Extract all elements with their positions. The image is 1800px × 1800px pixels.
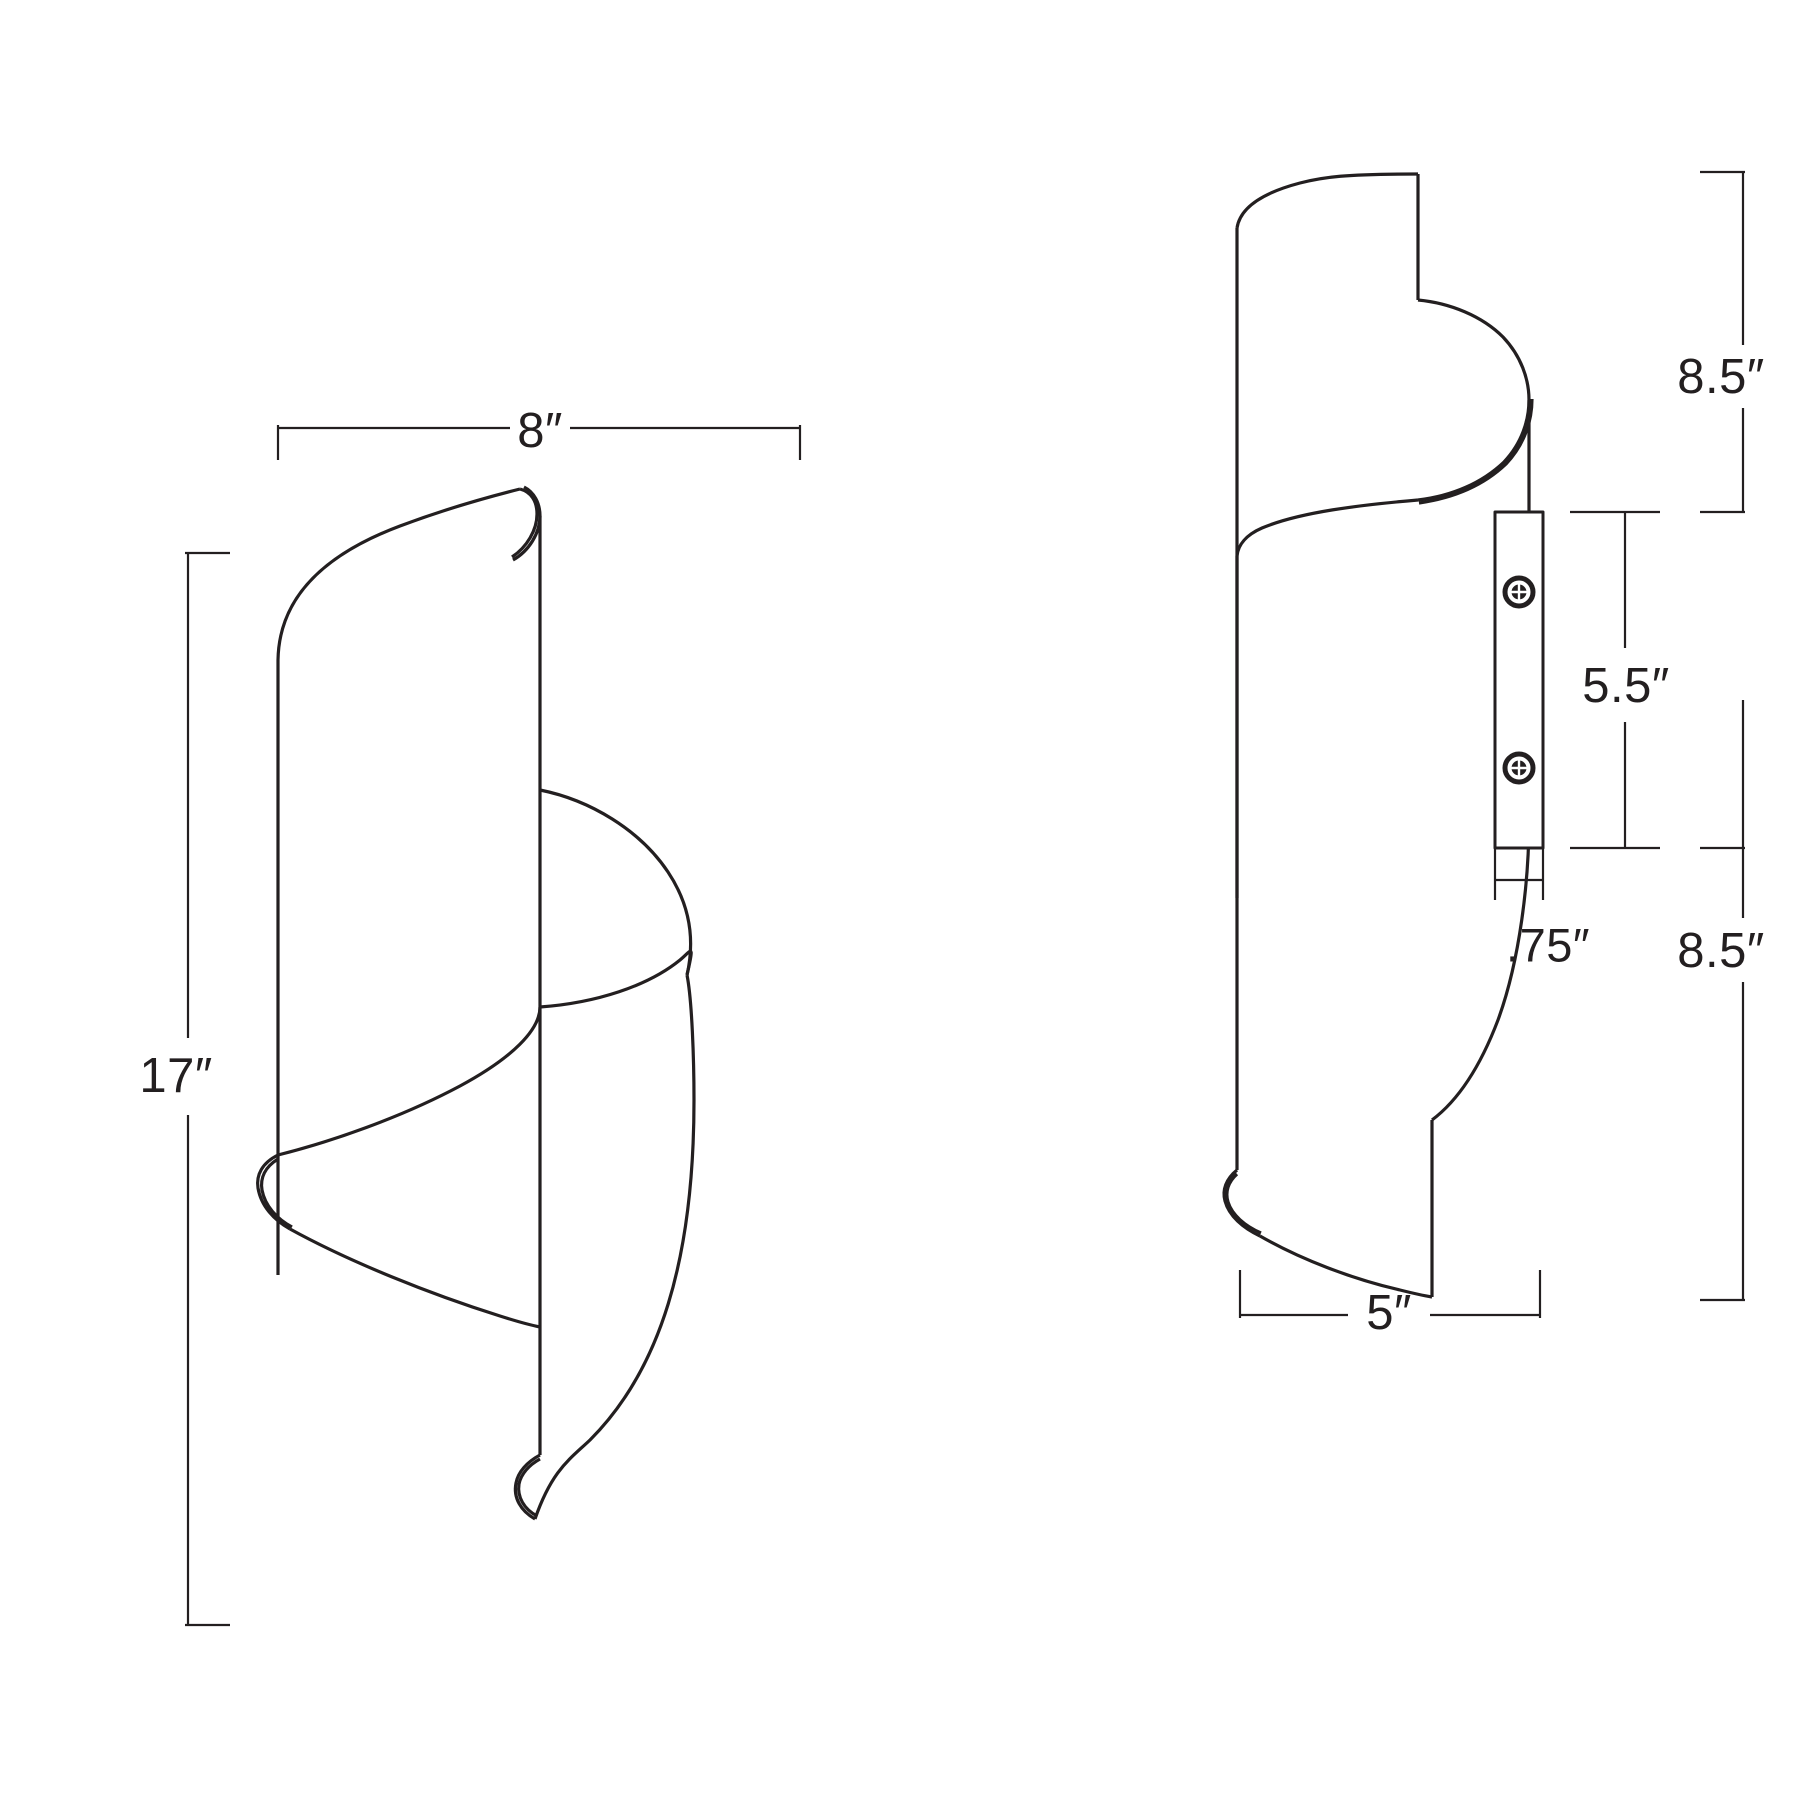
side-view-geometry [1222, 172, 1534, 1299]
dim-side-plate [1570, 510, 1660, 850]
dim-front-height [185, 551, 230, 1627]
dim-label-front-height: 17″ [139, 1049, 213, 1103]
screw-lower [1502, 751, 1536, 785]
wall-mount-plate [1493, 510, 1545, 850]
dim-label-side-top: 8.5″ [1677, 350, 1765, 404]
front-view-geometry [256, 485, 696, 1521]
dim-side-top [1700, 170, 1745, 514]
dim-plate-depth [1493, 848, 1545, 900]
dim-label-plate-depth: .75″ [1506, 918, 1590, 972]
dim-label-side-bottom: 8.5″ [1677, 924, 1765, 978]
dim-label-front-width: 8″ [517, 404, 563, 458]
dim-label-side-plate: 5.5″ [1582, 659, 1670, 713]
dim-side-bottom [1700, 700, 1745, 1302]
screw-upper [1502, 575, 1536, 609]
dim-side-width [1238, 1270, 1542, 1318]
dim-front-width [276, 425, 802, 460]
dim-label-side-width: 5″ [1366, 1286, 1412, 1340]
